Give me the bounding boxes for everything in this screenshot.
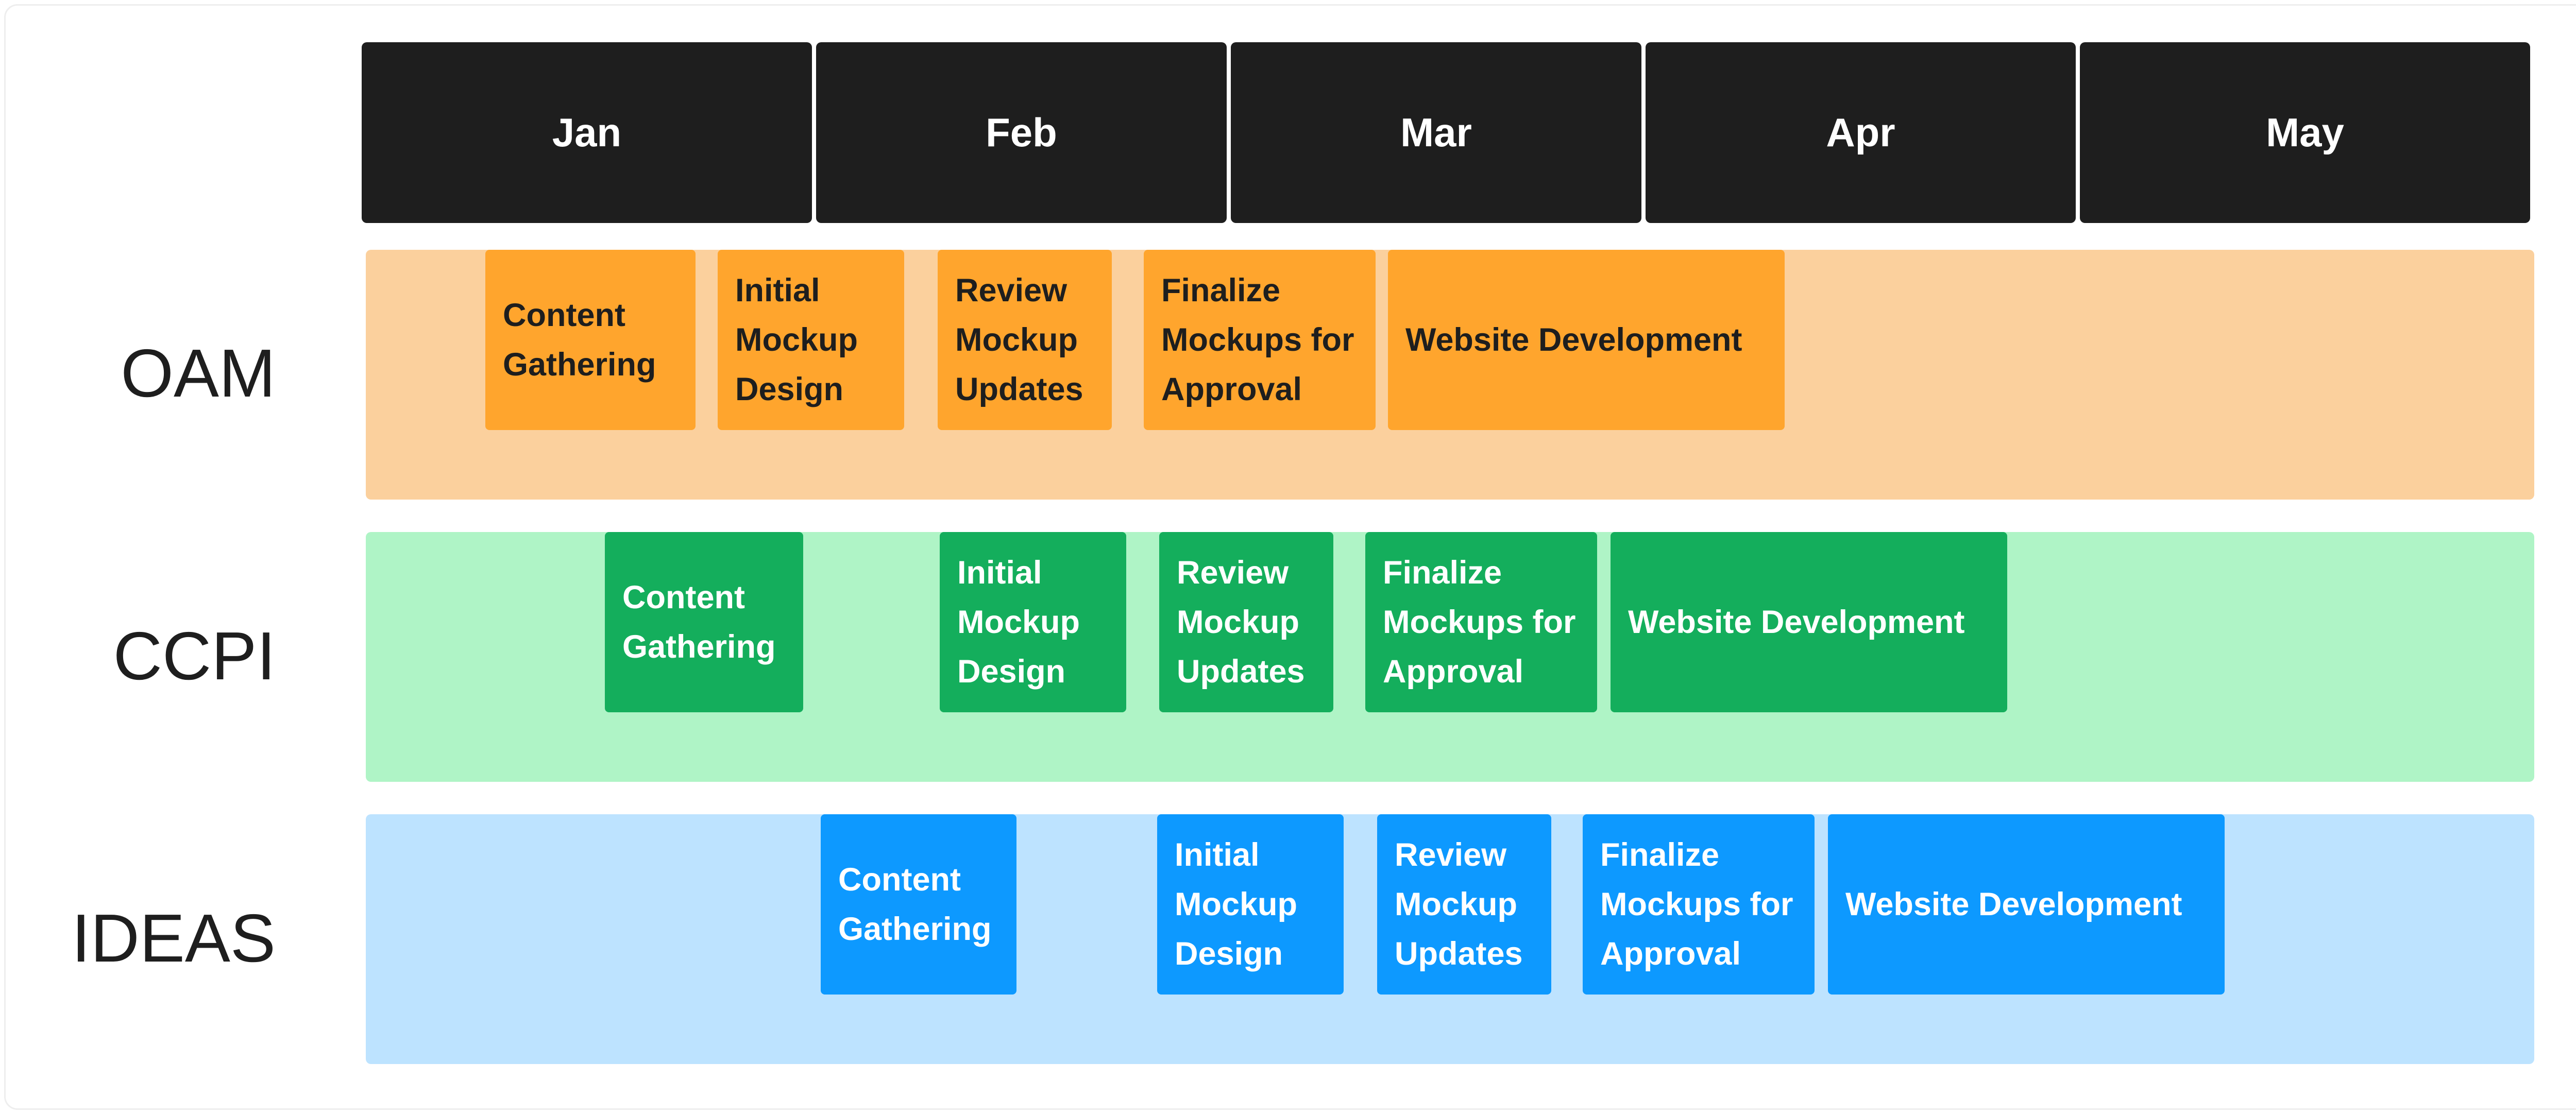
month-header-mar: Mar	[1231, 42, 1641, 223]
task-initial-mockup-design[interactable]: Initial Mockup Design	[1157, 814, 1344, 995]
task-review-mockup-updates[interactable]: Review Mockup Updates	[938, 250, 1112, 430]
month-label: Feb	[986, 110, 1057, 155]
month-header-apr: Apr	[1646, 42, 2076, 223]
lane-label-ideas: IDEAS	[71, 900, 276, 976]
task-initial-mockup-design[interactable]: Initial Mockup Design	[940, 532, 1126, 712]
task-content-gathering[interactable]: Content Gathering	[821, 814, 1016, 995]
task-review-mockup-updates[interactable]: Review Mockup Updates	[1159, 532, 1333, 712]
lane-ideas: Content Gathering Initial Mockup Design …	[366, 814, 2534, 1064]
task-website-development[interactable]: Website Development	[1828, 814, 2225, 995]
task-initial-mockup-design[interactable]: Initial Mockup Design	[718, 250, 904, 430]
timeline-board: Jan Feb Mar Apr May OAM CCPI IDEAS Conte…	[4, 4, 2576, 1110]
lane-oam: Content Gathering Initial Mockup Design …	[366, 250, 2534, 500]
month-header-feb: Feb	[816, 42, 1227, 223]
task-finalize-mockups[interactable]: Finalize Mockups for Approval	[1365, 532, 1597, 712]
task-content-gathering[interactable]: Content Gathering	[485, 250, 696, 430]
lane-label-oam: OAM	[121, 335, 276, 411]
lane-label-ccpi: CCPI	[113, 618, 276, 694]
task-finalize-mockups[interactable]: Finalize Mockups for Approval	[1583, 814, 1815, 995]
month-label: Jan	[552, 110, 622, 155]
month-header-jan: Jan	[362, 42, 812, 223]
month-label: May	[2266, 110, 2344, 155]
task-website-development[interactable]: Website Development	[1388, 250, 1785, 430]
month-header-may: May	[2080, 42, 2530, 223]
task-website-development[interactable]: Website Development	[1611, 532, 2007, 712]
task-content-gathering[interactable]: Content Gathering	[605, 532, 803, 712]
task-finalize-mockups[interactable]: Finalize Mockups for Approval	[1144, 250, 1376, 430]
month-label: Mar	[1400, 110, 1472, 155]
month-label: Apr	[1826, 110, 1895, 155]
task-review-mockup-updates[interactable]: Review Mockup Updates	[1377, 814, 1551, 995]
lane-ccpi: Content Gathering Initial Mockup Design …	[366, 532, 2534, 782]
